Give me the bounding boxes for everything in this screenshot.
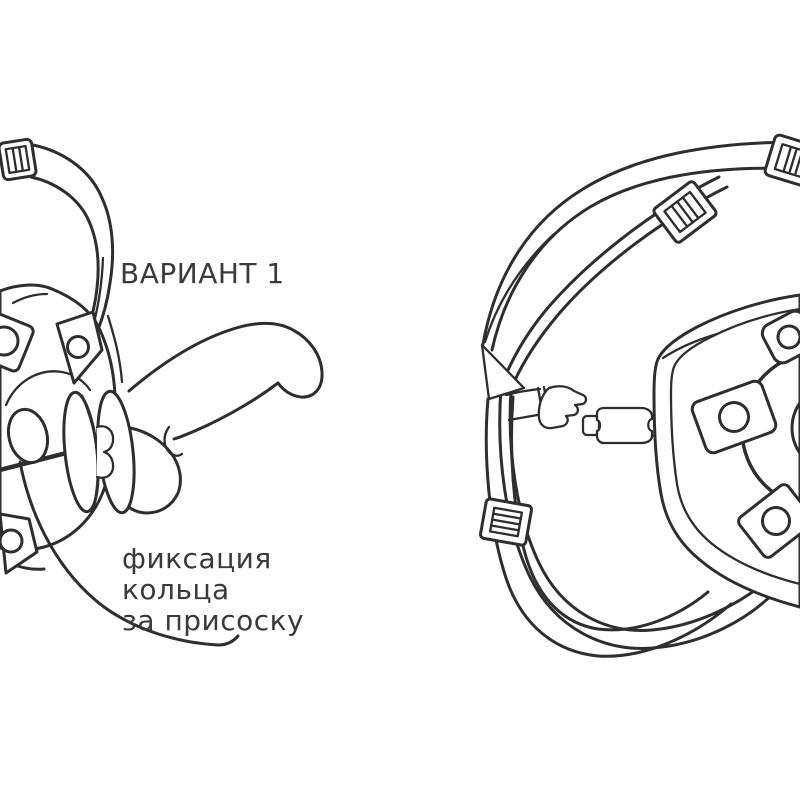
variant-title: ВАРИАНТ 1: [120, 257, 285, 290]
plate-bottom-sweep: [18, 460, 240, 647]
dildo-top-contour: [127, 321, 324, 399]
side-release-buckle-female: [537, 385, 588, 430]
top-band-outer-edge: [481, 140, 800, 346]
grommet-tab-left-flat: [690, 379, 778, 455]
grommet-tab-bottom-flat: [737, 483, 800, 559]
waist-strap-left-outer: [484, 397, 733, 658]
shoulder-strap-outer-edge: [31, 143, 115, 334]
dildo-underside-contour: [172, 381, 280, 441]
grommet-top: [776, 324, 800, 350]
thin-strap-slider-icon: [652, 180, 718, 244]
suction-cup-neck: [95, 425, 115, 479]
harness-laid-flat-figure: [479, 133, 800, 658]
leg-loop-outer: [498, 386, 780, 650]
plate-top-detail: [661, 332, 719, 360]
grommet-upper: [66, 335, 90, 359]
grommet-left-flat: [718, 401, 750, 433]
waist-strap-left-inner: [510, 395, 710, 632]
left-strap-slider-icon: [479, 497, 533, 547]
grommet-tab-top: [760, 309, 800, 365]
fixation-caption-line2: кольца: [122, 573, 230, 606]
side-release-buckle-male: [595, 406, 654, 445]
top-band-inner-edge: [490, 166, 800, 352]
grommet-bottom-flat: [761, 506, 791, 536]
center-ring-inner: [790, 400, 800, 456]
grommet-bottom: [0, 528, 24, 554]
slider-buckle-icon: [0, 137, 38, 182]
fixation-caption: фиксация кольца за присоску: [122, 543, 304, 636]
grommet-left: [0, 325, 20, 357]
fixation-caption-line3: за присоску: [122, 604, 305, 637]
grommet-tab-left: [0, 307, 35, 373]
variant-1-figure: [0, 137, 324, 647]
dildo-base-curl: [163, 425, 184, 457]
strap-tail-behind-plate: [106, 314, 124, 384]
plate-inner-outline: [669, 307, 800, 586]
top-band-crease: [483, 232, 556, 344]
toy-base: [118, 426, 182, 515]
fixation-caption-line1: фиксация: [122, 542, 272, 575]
top-right-slider-buckle-icon: [763, 133, 800, 189]
plate-top-detail-line: [11, 292, 49, 305]
fixing-ring: [62, 390, 100, 514]
plate-center-hole: [6, 407, 50, 465]
strap-fold-triangle: [480, 343, 526, 401]
plate-center-detail-arc: [4, 370, 92, 407]
